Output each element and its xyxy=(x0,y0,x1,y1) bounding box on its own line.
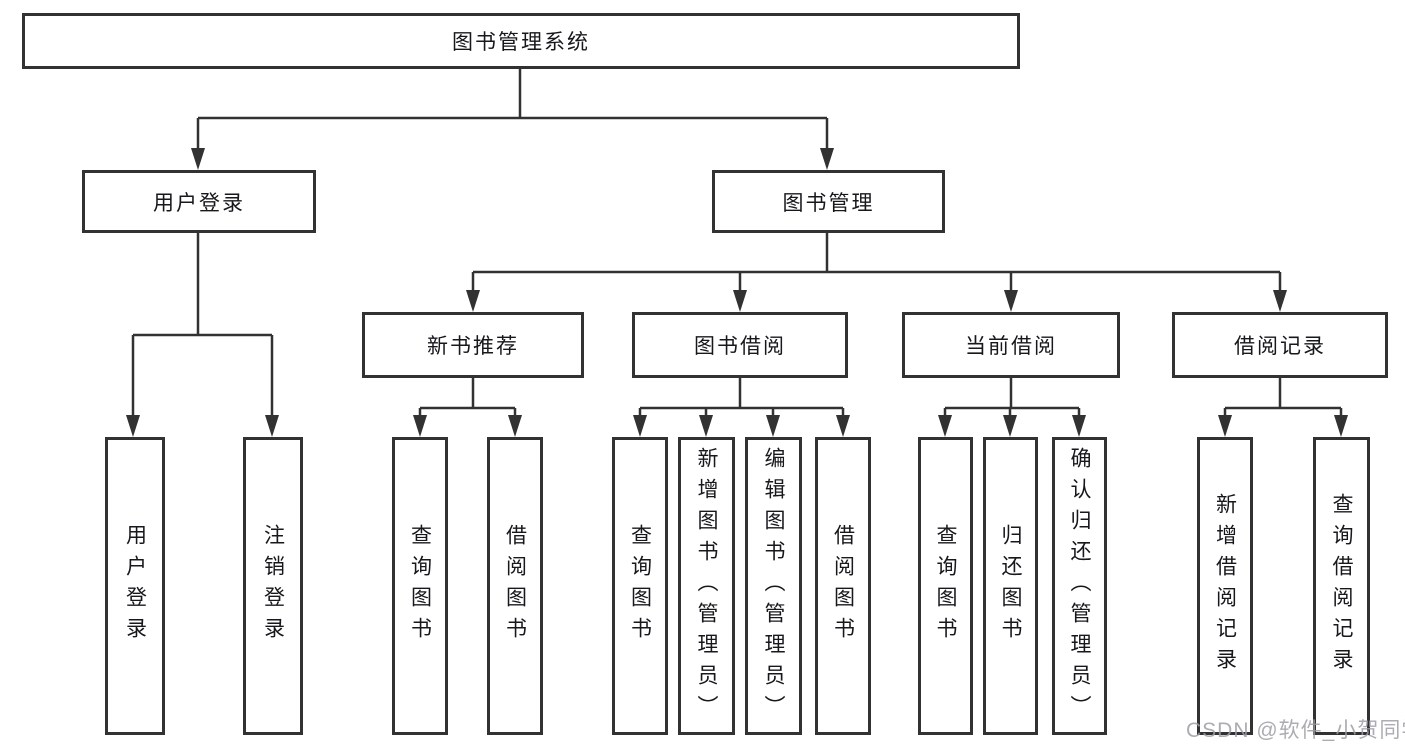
node-label: 借阅图书 xyxy=(503,524,527,648)
leaf-recommend-query-book: 查询图书 xyxy=(392,437,448,735)
node-label: 查询借阅记录 xyxy=(1330,493,1353,679)
node-label: 查询图书 xyxy=(934,524,957,648)
node-user-login: 用户登录 xyxy=(82,170,316,233)
node-label: 新增图书（管理员） xyxy=(695,446,718,726)
node-label: 查询图书 xyxy=(408,524,432,648)
leaf-borrow-edit-book-admin: 编辑图书（管理员） xyxy=(745,437,802,735)
node-label: 注销登录 xyxy=(261,524,285,648)
node-label: 新增借阅记录 xyxy=(1213,493,1237,679)
node-book-borrow: 图书借阅 xyxy=(632,312,848,378)
node-new-book-recommend: 新书推荐 xyxy=(362,312,584,378)
leaf-user-login: 用户登录 xyxy=(105,437,165,735)
leaf-current-query-book: 查询图书 xyxy=(918,437,973,735)
node-label: 归还图书 xyxy=(999,524,1022,648)
node-label: 当前借阅 xyxy=(965,335,1057,358)
arrowheads xyxy=(126,148,1348,437)
node-label: 编辑图书（管理员） xyxy=(762,446,785,726)
node-label: 图书管理 xyxy=(782,191,875,215)
node-label: 确认归还（管理员） xyxy=(1068,446,1091,726)
node-label: 图书管理系统 xyxy=(452,31,590,54)
node-label: 用户登录 xyxy=(123,524,147,648)
leaf-borrow-add-book-admin: 新增图书（管理员） xyxy=(678,437,735,735)
node-library-system: 图书管理系统 xyxy=(22,13,1020,69)
leaf-record-add-record: 新增借阅记录 xyxy=(1197,437,1253,735)
leaf-recommend-borrow-book: 借阅图书 xyxy=(487,437,543,735)
csdn-watermark: CSDN @软件_小贺同学 xyxy=(1186,719,1405,742)
leaf-logout: 注销登录 xyxy=(243,437,303,735)
node-label: 借阅记录 xyxy=(1234,335,1326,358)
node-label: 借阅图书 xyxy=(831,524,855,648)
node-label: 图书借阅 xyxy=(694,335,786,358)
node-book-management: 图书管理 xyxy=(712,170,945,233)
node-label: 查询图书 xyxy=(628,524,652,648)
node-borrow-records: 借阅记录 xyxy=(1172,312,1388,378)
node-label: 新书推荐 xyxy=(427,335,519,358)
leaf-borrow-query-book: 查询图书 xyxy=(612,437,668,735)
leaf-borrow-borrow-book: 借阅图书 xyxy=(815,437,871,735)
leaf-record-query-record: 查询借阅记录 xyxy=(1313,437,1370,735)
node-current-borrow: 当前借阅 xyxy=(902,312,1120,378)
node-label: 用户登录 xyxy=(153,191,245,215)
leaf-current-return-book: 归还图书 xyxy=(983,437,1038,735)
leaf-current-confirm-return-admin: 确认归还（管理员） xyxy=(1052,437,1107,735)
